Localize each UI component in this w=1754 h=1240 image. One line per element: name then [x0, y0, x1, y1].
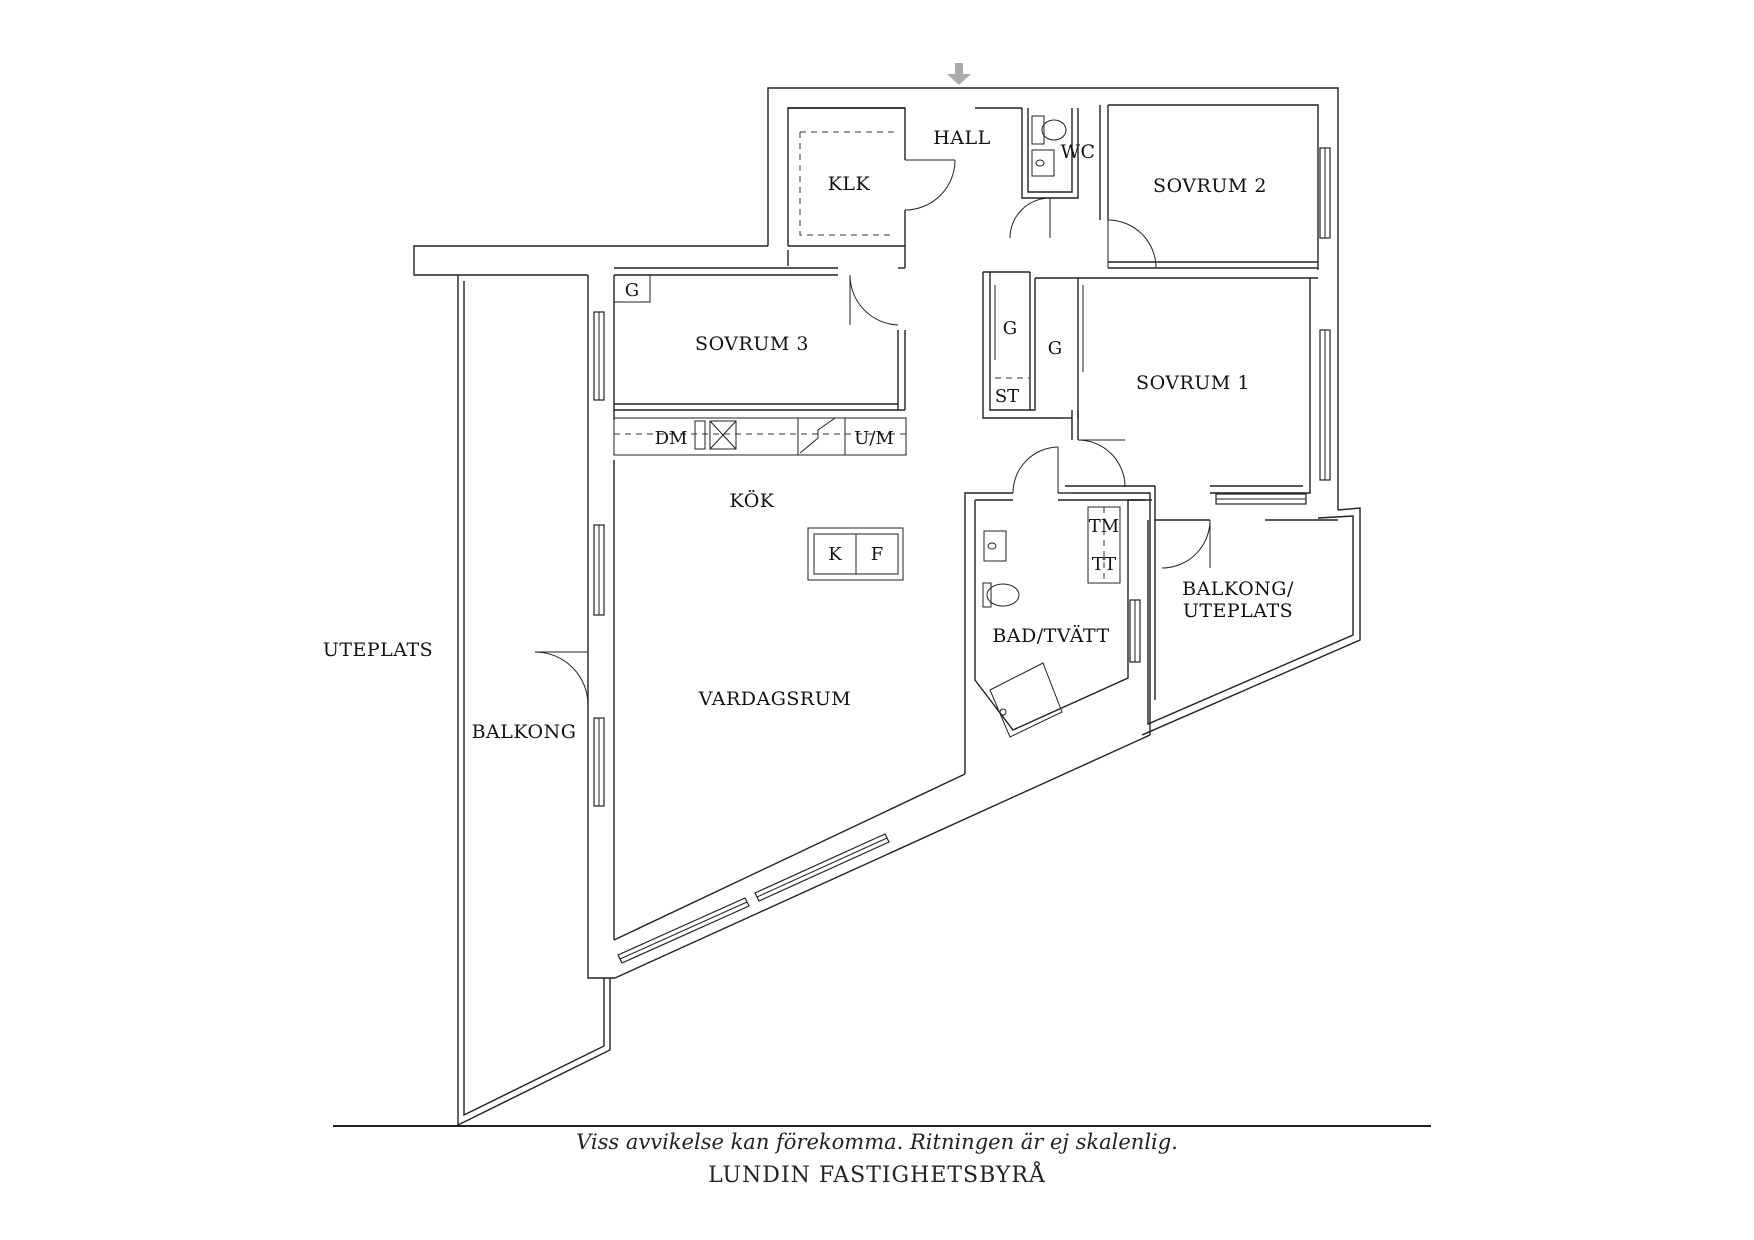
island-label-f: F [871, 544, 884, 565]
room-label-kok: KÖK [730, 489, 775, 512]
entrance-arrow-icon [947, 63, 971, 85]
wc-fixtures [1031, 115, 1067, 177]
appliance-label-dm: DM [655, 428, 688, 449]
room-label-klk: KLK [828, 173, 871, 195]
closet-label-g-2: G [1003, 318, 1017, 339]
doors [534, 159, 1211, 706]
room-label-balkong-uteplats-1: BALKONG/ [1182, 578, 1294, 600]
closet-label-g-1: G [625, 280, 639, 301]
room-label-balkong: BALKONG [472, 721, 577, 743]
balkong-outline [457, 275, 611, 1127]
island-label-k: K [828, 544, 842, 565]
interior-walls [613, 105, 1338, 731]
room-label-hall: HALL [933, 127, 991, 149]
balkong-uteplats-outline [1141, 507, 1361, 736]
room-label-sovrum-2: SOVRUM 2 [1153, 175, 1267, 197]
room-label-sovrum-1: SOVRUM 1 [1136, 372, 1250, 394]
room-label-wc: WC [1060, 141, 1095, 163]
windows [593, 147, 1331, 964]
room-label-sovrum-3: SOVRUM 3 [695, 333, 809, 355]
appliance-label-tm: TM [1089, 516, 1119, 537]
room-label-bad-tvatt: BAD/TVÄTT [992, 624, 1109, 647]
appliance-label-tt: TT [1092, 554, 1116, 575]
appliance-label-um: U/M [854, 428, 894, 449]
room-label-uteplats: UTEPLATS [323, 639, 433, 661]
room-label-vardagsrum: VARDAGSRUM [698, 688, 851, 710]
kitchen-appliances [614, 417, 906, 455]
footer-divider [333, 1125, 1431, 1127]
klk-dashed-outline [799, 131, 895, 236]
closet-rails [994, 285, 1084, 379]
outer-walls [413, 87, 1339, 979]
kitchen-island [807, 527, 904, 581]
closet-label-g-3: G [1048, 338, 1062, 359]
room-label-balkong-uteplats-2: UTEPLATS [1183, 600, 1293, 622]
bad-fixtures [982, 530, 1063, 738]
closet-label-st: ST [995, 386, 1019, 407]
footer-brand: LUNDIN FASTIGHETSBYRÅ [708, 1163, 1046, 1188]
footer-disclaimer: Viss avvikelse kan förekomma. Ritningen … [576, 1130, 1178, 1154]
